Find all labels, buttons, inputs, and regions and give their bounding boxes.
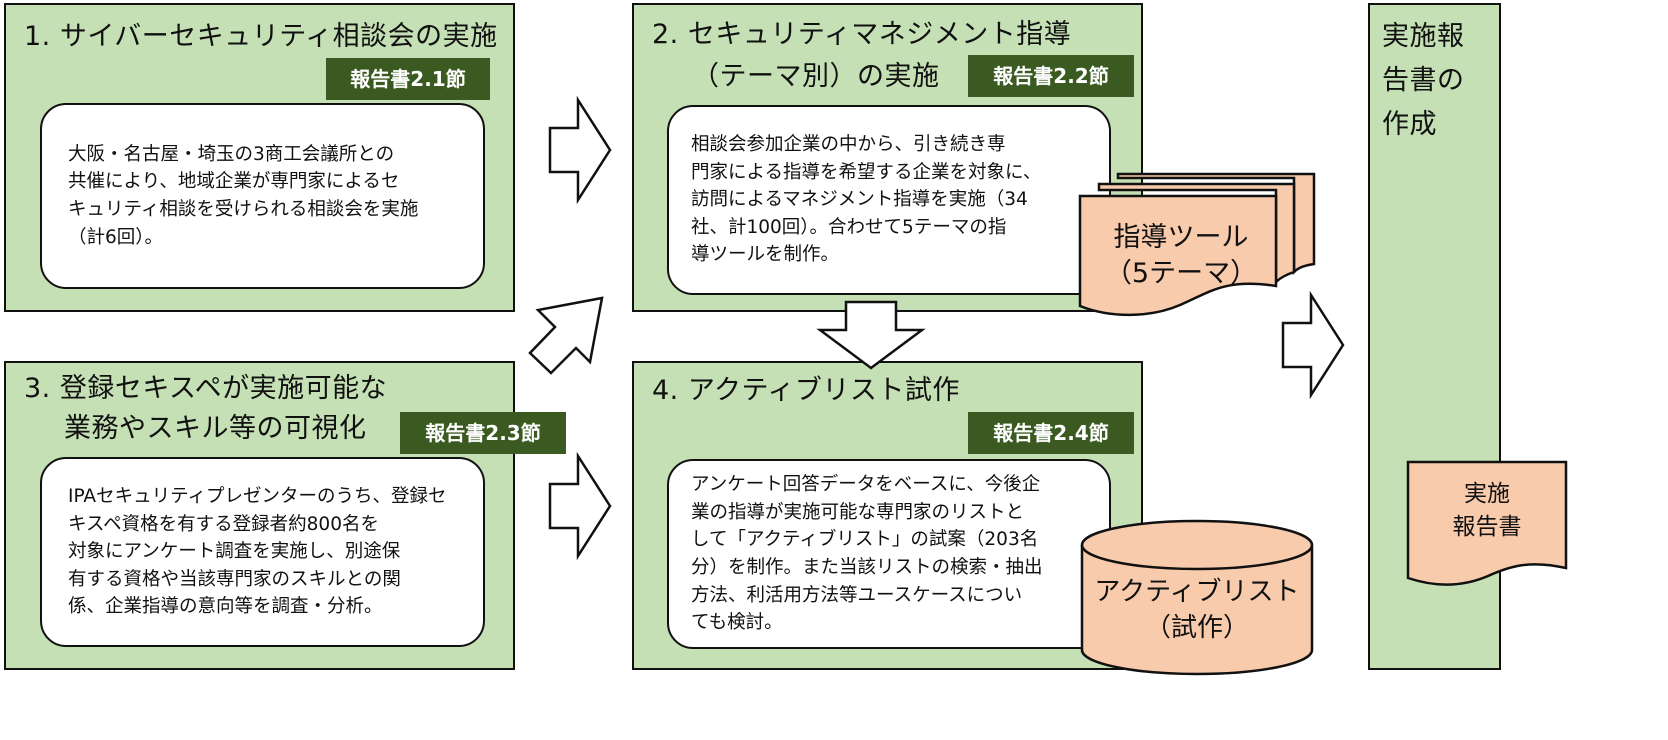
report-document-icon — [1406, 460, 1568, 586]
panel-title-line1: 3. 登録セキスペが実施可能な — [24, 373, 388, 404]
arrow-down-icon — [816, 300, 926, 370]
description-text: アンケート回答データをベースに、今後企 業の指導が実施可能な専門家のリストと し… — [691, 474, 1043, 634]
report-section-badge: 報告書2.3節 — [400, 412, 566, 454]
arrow-right-icon — [548, 95, 612, 205]
panel-title-line2: （テーマ別）の実施 — [692, 61, 940, 92]
panel-cyber-consultation: 1. サイバーセキュリティ相談会の実施 報告書2.1節 大阪・名古屋・埼玉の3商… — [4, 3, 515, 312]
description-text: 相談会参加企業の中から、引き続き専 門家による指導を希望する企業を対象に、 訪問… — [691, 134, 1042, 266]
report-doc-label: 実施 報告書 — [1452, 481, 1522, 540]
database-label: アクティブリスト （試作） — [1094, 577, 1300, 643]
arrow-right-icon — [548, 451, 612, 561]
report-section-badge: 報告書2.1節 — [326, 58, 490, 100]
description-text: IPAセキュリティプレゼンターのうち、登録セ キスペ資格を有する登録者約800名… — [68, 486, 447, 618]
panel-description: IPAセキュリティプレゼンターのうち、登録セ キスペ資格を有する登録者約800名… — [40, 457, 485, 647]
panel-description: アンケート回答データをベースに、今後企 業の指導が実施可能な専門家のリストと し… — [667, 459, 1111, 649]
panel-title: 実施報 告書の 作成 — [1382, 21, 1465, 140]
panel-skill-visualization: 3. 登録セキスペが実施可能な 業務やスキル等の可視化 報告書2.3節 IPAセ… — [4, 361, 566, 670]
arrow-right-icon — [1281, 290, 1345, 400]
panel-title: 4. アクティブリスト試作 — [652, 375, 960, 406]
panel-title-line1: 2. セキュリティマネジメント指導 — [652, 19, 1072, 50]
panel-management-guidance: 2. セキュリティマネジメント指導 （テーマ別）の実施 報告書2.2節 相談会参… — [632, 3, 1143, 312]
report-section-badge: 報告書2.4節 — [968, 412, 1134, 454]
database-cylinder-icon — [1080, 519, 1314, 676]
panel-description: 大阪・名古屋・埼玉の3商工会議所との 共催により、地域企業が専門家によるセ キュ… — [40, 103, 485, 289]
report-section-badge: 報告書2.2節 — [968, 55, 1134, 97]
panel-description: 相談会参加企業の中から、引き続き専 門家による指導を希望する企業を対象に、 訪問… — [667, 105, 1111, 295]
panel-active-list: 4. アクティブリスト試作 報告書2.4節 アンケート回答データをベースに、今後… — [632, 361, 1143, 670]
panel-title-line2: 業務やスキル等の可視化 — [64, 413, 367, 444]
description-text: 大阪・名古屋・埼玉の3商工会議所との 共催により、地域企業が専門家によるセ キュ… — [68, 143, 419, 248]
panel-title: 1. サイバーセキュリティ相談会の実施 — [24, 21, 498, 52]
tool-label: 指導ツール （5テーマ） — [1104, 222, 1258, 289]
tool-documents-icon — [1078, 172, 1316, 317]
arrow-diagonal-icon — [528, 296, 604, 375]
